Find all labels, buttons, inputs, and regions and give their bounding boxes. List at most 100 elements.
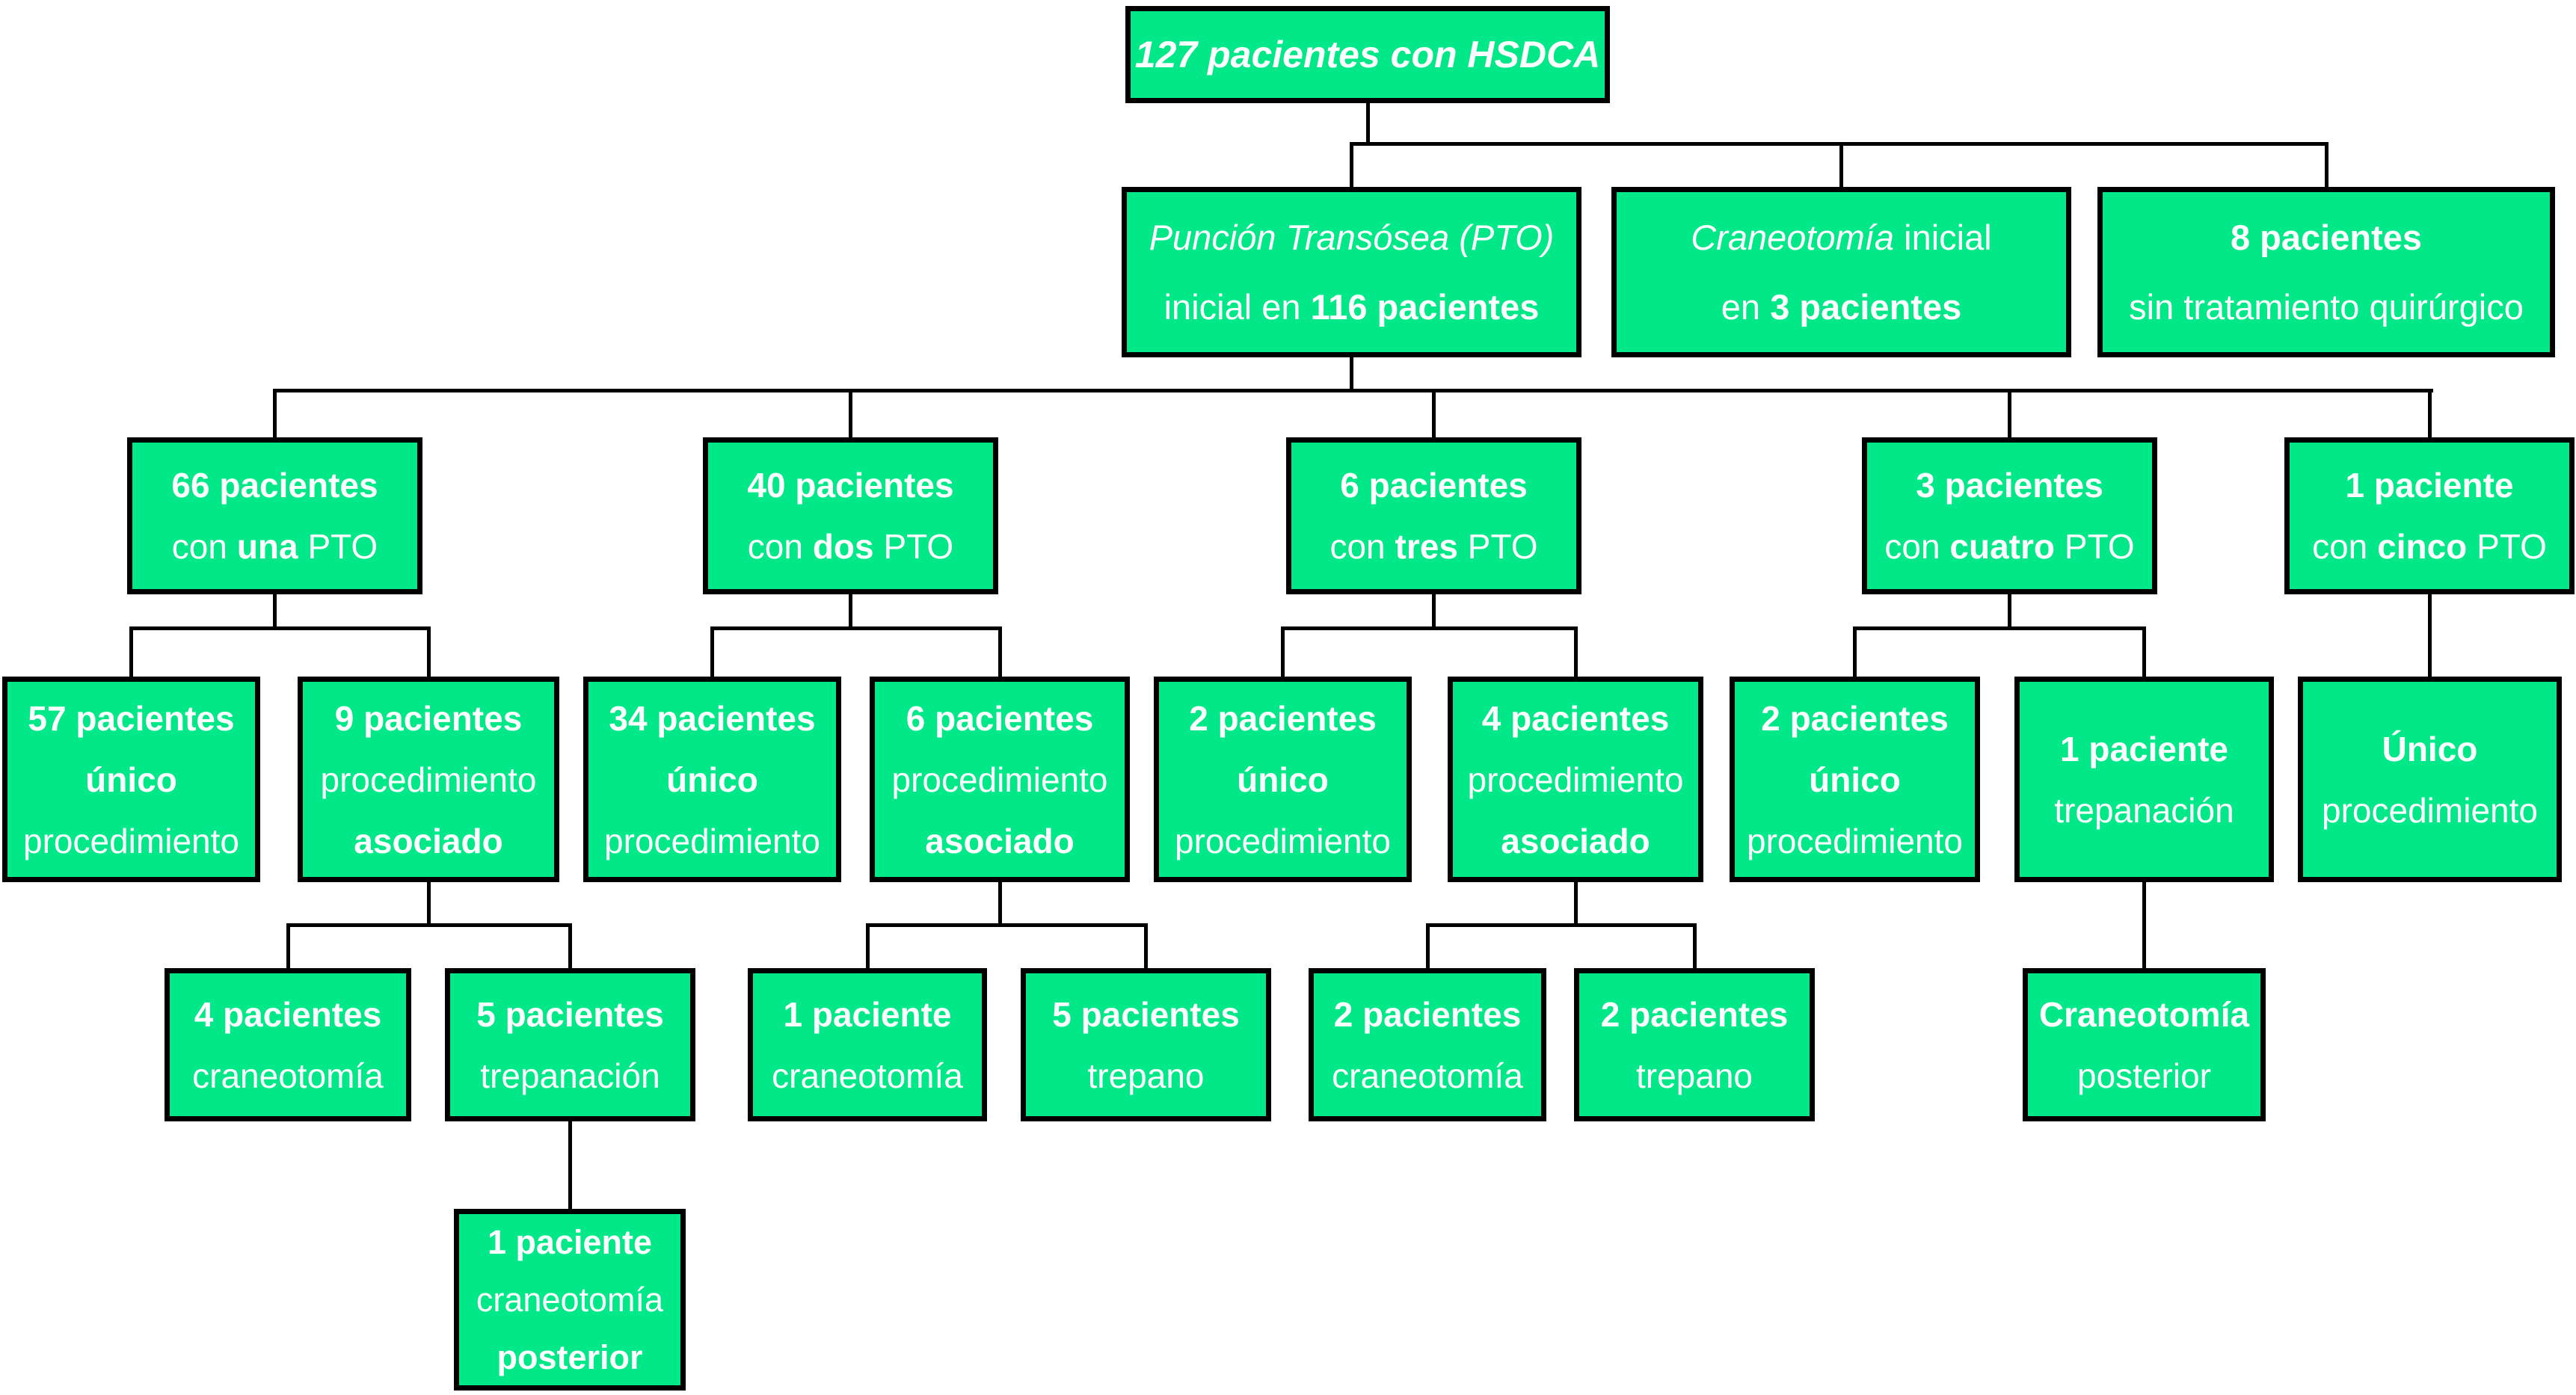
node-text: Craneotomía — [2038, 994, 2250, 1034]
node-pto2-asociado: 6 pacientes procedimiento asociado — [870, 677, 1130, 882]
node-line: craneotomía — [192, 1059, 384, 1093]
node-text: asociado — [354, 821, 503, 860]
connector-asoc3-stub — [1574, 882, 1578, 927]
connector-pto3-stub — [1432, 594, 1436, 630]
connector-pto1-stub — [273, 594, 277, 630]
node-pto3-unico: 2 pacientes único procedimiento — [1154, 677, 1412, 882]
node-text: único — [85, 760, 177, 799]
node-text: 66 pacientes — [171, 466, 378, 505]
node-text: 2 pacientes — [1189, 698, 1377, 738]
node-text: 1 paciente — [2060, 729, 2228, 769]
node-line: único — [85, 763, 177, 797]
node-text: una — [236, 527, 298, 566]
node-text: único — [1809, 760, 1901, 799]
node-line: 2 pacientes — [1601, 997, 1789, 1032]
node-pto5-unico: Único procedimiento — [2298, 677, 2562, 882]
connector-to-craneotomia-inicial — [1839, 142, 1843, 188]
node-text: PTO — [2477, 527, 2547, 566]
connector-to-asoc2-craneotomia — [866, 923, 870, 968]
node-pto4-trepanacion: 1 paciente trepanación — [2014, 677, 2274, 882]
node-text: asociado — [1501, 821, 1650, 860]
node-text: 2 pacientes — [1600, 994, 1789, 1034]
connector-to-pto2-asociado — [998, 626, 1002, 677]
node-line: 57 pacientes — [28, 701, 234, 736]
node-line: 2 pacientes — [1189, 701, 1377, 736]
node-craneotomia-inicial-line2: en 3 pacientes — [1721, 289, 1961, 324]
connector-trepanacion-to-bottom — [568, 1121, 572, 1209]
node-line: trepanación — [480, 1059, 660, 1093]
node-text: 8 pacientes — [2230, 218, 2423, 257]
node-text: tres — [1395, 527, 1458, 566]
node-text: Craneotomía — [1691, 218, 1894, 257]
connector-pto4-stub — [2008, 594, 2011, 630]
node-asoc2-trepano: 5 pacientes trepano — [1021, 968, 1271, 1121]
node-pto-inicial-line2: inicial en 116 pacientes — [1164, 289, 1540, 324]
node-pto4-unico: 2 pacientes único procedimiento — [1730, 677, 1980, 882]
connector-to-asoc1-craneotomia — [286, 923, 290, 968]
connector-pto-stub — [1350, 357, 1353, 392]
connector-pto2-bus — [710, 626, 1002, 630]
node-line: 6 pacientes — [906, 701, 1094, 736]
node-pto5-line1: 1 paciente — [2346, 468, 2514, 502]
node-text: inicial en — [1163, 287, 1301, 327]
node-text: 9 pacientes — [334, 698, 523, 738]
node-asoc2-craneotomia: 1 paciente craneotomía — [748, 968, 987, 1121]
node-line: posterior — [497, 1340, 642, 1374]
node-asoc1-craneotomia: 4 pacientes craneotomía — [165, 968, 411, 1121]
node-craneotomia-inicial-line1: Craneotomía inicial — [1691, 220, 1991, 255]
node-pto4-line1: 3 pacientes — [1916, 468, 2103, 502]
connector-to-asoc3-trepano — [1693, 923, 1697, 968]
node-pto1-unico: 57 pacientes único procedimiento — [2, 677, 260, 882]
node-line: único — [666, 763, 758, 797]
node-pto2: 40 pacientes con dos PTO — [703, 437, 998, 594]
node-text: con — [171, 527, 227, 566]
node-text: procedimiento — [2322, 790, 2538, 830]
connector-asoc2-bus — [866, 923, 1148, 927]
node-line: asociado — [925, 824, 1074, 858]
connector-to-pto-inicial — [1350, 142, 1353, 188]
node-text: procedimiento — [320, 760, 537, 799]
node-pto2-line1: 40 pacientes — [747, 468, 953, 502]
node-text: 3 pacientes — [1916, 466, 2103, 505]
node-text: cuatro — [1949, 527, 2056, 566]
node-line: craneotomía — [772, 1059, 963, 1093]
node-text: 5 pacientes — [476, 994, 664, 1034]
connector-pto4-bus — [1853, 626, 2146, 630]
connector-level3-bus — [273, 389, 2433, 392]
node-text: trepanación — [480, 1056, 660, 1095]
node-text: Punción Transósea (PTO) — [1149, 218, 1555, 257]
node-trepanacion-craneo-posterior: 1 paciente craneotomía posterior — [454, 1209, 686, 1391]
node-line: 1 paciente — [2060, 732, 2228, 766]
node-line: 1 paciente — [488, 1225, 652, 1259]
node-line: procedimiento — [604, 824, 820, 858]
node-line: único — [1237, 763, 1329, 797]
connector-to-asoc2-trepano — [1144, 923, 1148, 968]
node-text: posterior — [2077, 1056, 2211, 1095]
node-text: procedimiento — [1467, 760, 1684, 799]
node-craneotomia-posterior: Craneotomía posterior — [2023, 968, 2266, 1121]
node-line: craneotomía — [476, 1283, 663, 1317]
node-text: asociado — [925, 821, 1075, 860]
connector-asoc3-bus — [1426, 923, 1697, 927]
node-text: craneotomía — [772, 1056, 963, 1095]
node-text: procedimiento — [1747, 821, 1963, 860]
node-line: procedimiento — [321, 763, 537, 797]
node-line: 9 pacientes — [335, 701, 523, 736]
node-pto2-line2: con dos PTO — [748, 529, 953, 564]
connector-asoc2-stub — [998, 882, 1002, 927]
node-asoc1-trepanacion: 5 pacientes trepanación — [445, 968, 695, 1121]
connector-root-stub — [1366, 103, 1370, 145]
node-line: 4 pacientes — [1482, 701, 1670, 736]
node-root-line1: 127 pacientes con HSDCA — [1135, 36, 1600, 73]
node-text: PTO — [2064, 527, 2135, 566]
node-text: 34 pacientes — [609, 698, 816, 738]
node-text: 116 pacientes — [1310, 287, 1540, 327]
connector-to-sin-tratamiento — [2325, 142, 2328, 188]
node-line: 34 pacientes — [609, 701, 815, 736]
node-text: dos — [812, 527, 874, 566]
node-text: craneotomía — [192, 1056, 384, 1095]
node-pto1-asociado: 9 pacientes procedimiento asociado — [298, 677, 559, 882]
connector-pto5-to-unico — [2428, 594, 2432, 677]
node-text: craneotomía — [1332, 1056, 1523, 1095]
node-root: 127 pacientes con HSDCA — [1125, 6, 1610, 103]
